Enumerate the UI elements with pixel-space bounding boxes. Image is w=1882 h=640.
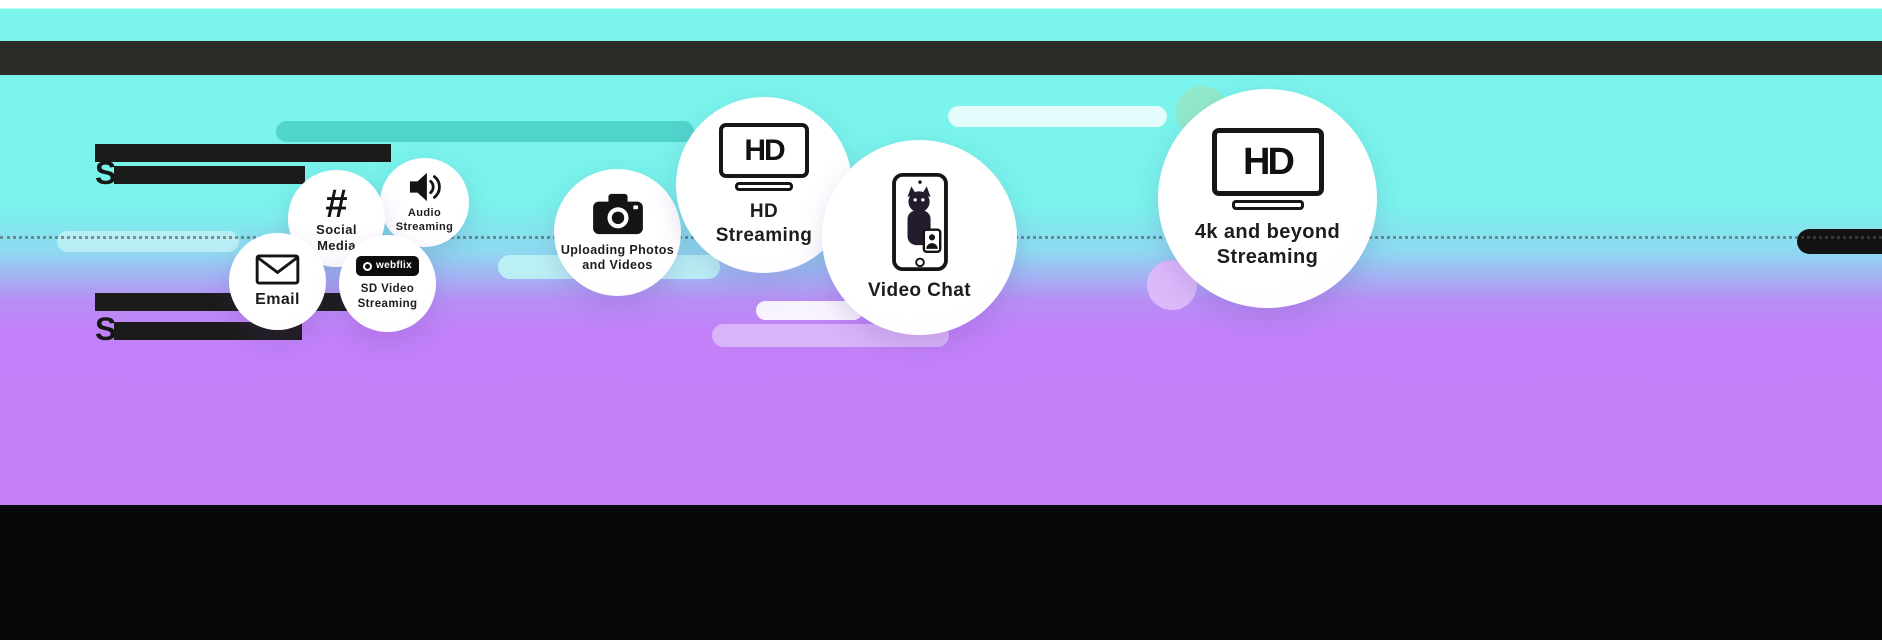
header-bar: [0, 41, 1882, 75]
bubble-label-line2: Streaming: [715, 224, 813, 246]
webflix-ring-icon: [363, 261, 372, 271]
envelope-icon: [255, 254, 300, 285]
hd-glyph: HD: [1243, 140, 1295, 183]
hd-tv-icon: HD: [719, 123, 809, 192]
bubble-label: HD Streaming: [716, 200, 813, 246]
decor-pill-white-small: [756, 301, 863, 320]
bubble-label-line1: SD Video: [360, 283, 415, 296]
bubble-label-line1: Uploading Photos: [560, 242, 675, 257]
tv-stand: [735, 182, 793, 192]
bubble-label-line2: Streaming: [395, 220, 454, 233]
bubble-label-line1: 4k and beyond: [1194, 221, 1341, 244]
tv-screen: HD: [719, 123, 809, 179]
bubble-sd-video-streaming: webflix SD Video Streaming: [339, 235, 436, 332]
bubble-label: Social Media: [316, 222, 357, 254]
tv-screen: HD: [1211, 128, 1324, 197]
bubble-email: Email: [229, 233, 326, 330]
hd-glyph: HD: [744, 133, 785, 167]
bubble-uploading-photos: Uploading Photos and Videos: [554, 169, 681, 296]
decor-pill-teal: [276, 121, 694, 142]
tv-stand: [1231, 200, 1304, 211]
redacted-heading-bar: [95, 144, 391, 162]
webflix-logo: webflix: [356, 256, 419, 277]
bubble-label-line2: Streaming: [357, 297, 418, 310]
bubble-label: 4k and beyond Streaming: [1195, 220, 1340, 269]
bubble-label-line2: and Videos: [582, 258, 653, 272]
speaker-icon: [409, 172, 441, 202]
bubble-4k-streaming: HD 4k and beyond Streaming: [1158, 89, 1377, 308]
hd-tv-icon: HD: [1211, 128, 1324, 211]
bubble-label-line2: Media: [317, 237, 356, 253]
footer-bar: [0, 505, 1882, 640]
bubble-label: Uploading Photos and Videos: [561, 243, 674, 274]
redacted-heading-letter: S: [95, 155, 117, 191]
hashtag-icon: #: [325, 181, 348, 226]
bubble-audio-streaming: Audio Streaming: [380, 158, 469, 247]
redacted-heading-bar: [114, 322, 302, 340]
bubble-label: Video Chat: [868, 280, 971, 302]
bubble-label-line1: HD: [749, 201, 779, 223]
bubble-label-line1: Social: [316, 221, 357, 237]
camera-icon: [592, 193, 643, 234]
webflix-logo-text: webflix: [376, 260, 412, 272]
decor-pill-light: [57, 231, 239, 252]
bubble-label: SD Video Streaming: [358, 282, 418, 310]
bubble-label-line2: Streaming: [1216, 245, 1319, 268]
redacted-heading-letter: S: [95, 311, 117, 347]
bubble-label: Email: [255, 290, 300, 308]
video-chat-phone-icon: [891, 173, 948, 272]
bubble-label-line1: Audio: [407, 207, 442, 220]
decor-pill-white: [948, 106, 1167, 127]
redacted-heading-bar: [114, 166, 305, 184]
bubble-video-chat: Video Chat: [822, 140, 1017, 335]
bubble-label: Audio Streaming: [396, 207, 453, 234]
decor-pill-black-right: [1797, 229, 1882, 254]
